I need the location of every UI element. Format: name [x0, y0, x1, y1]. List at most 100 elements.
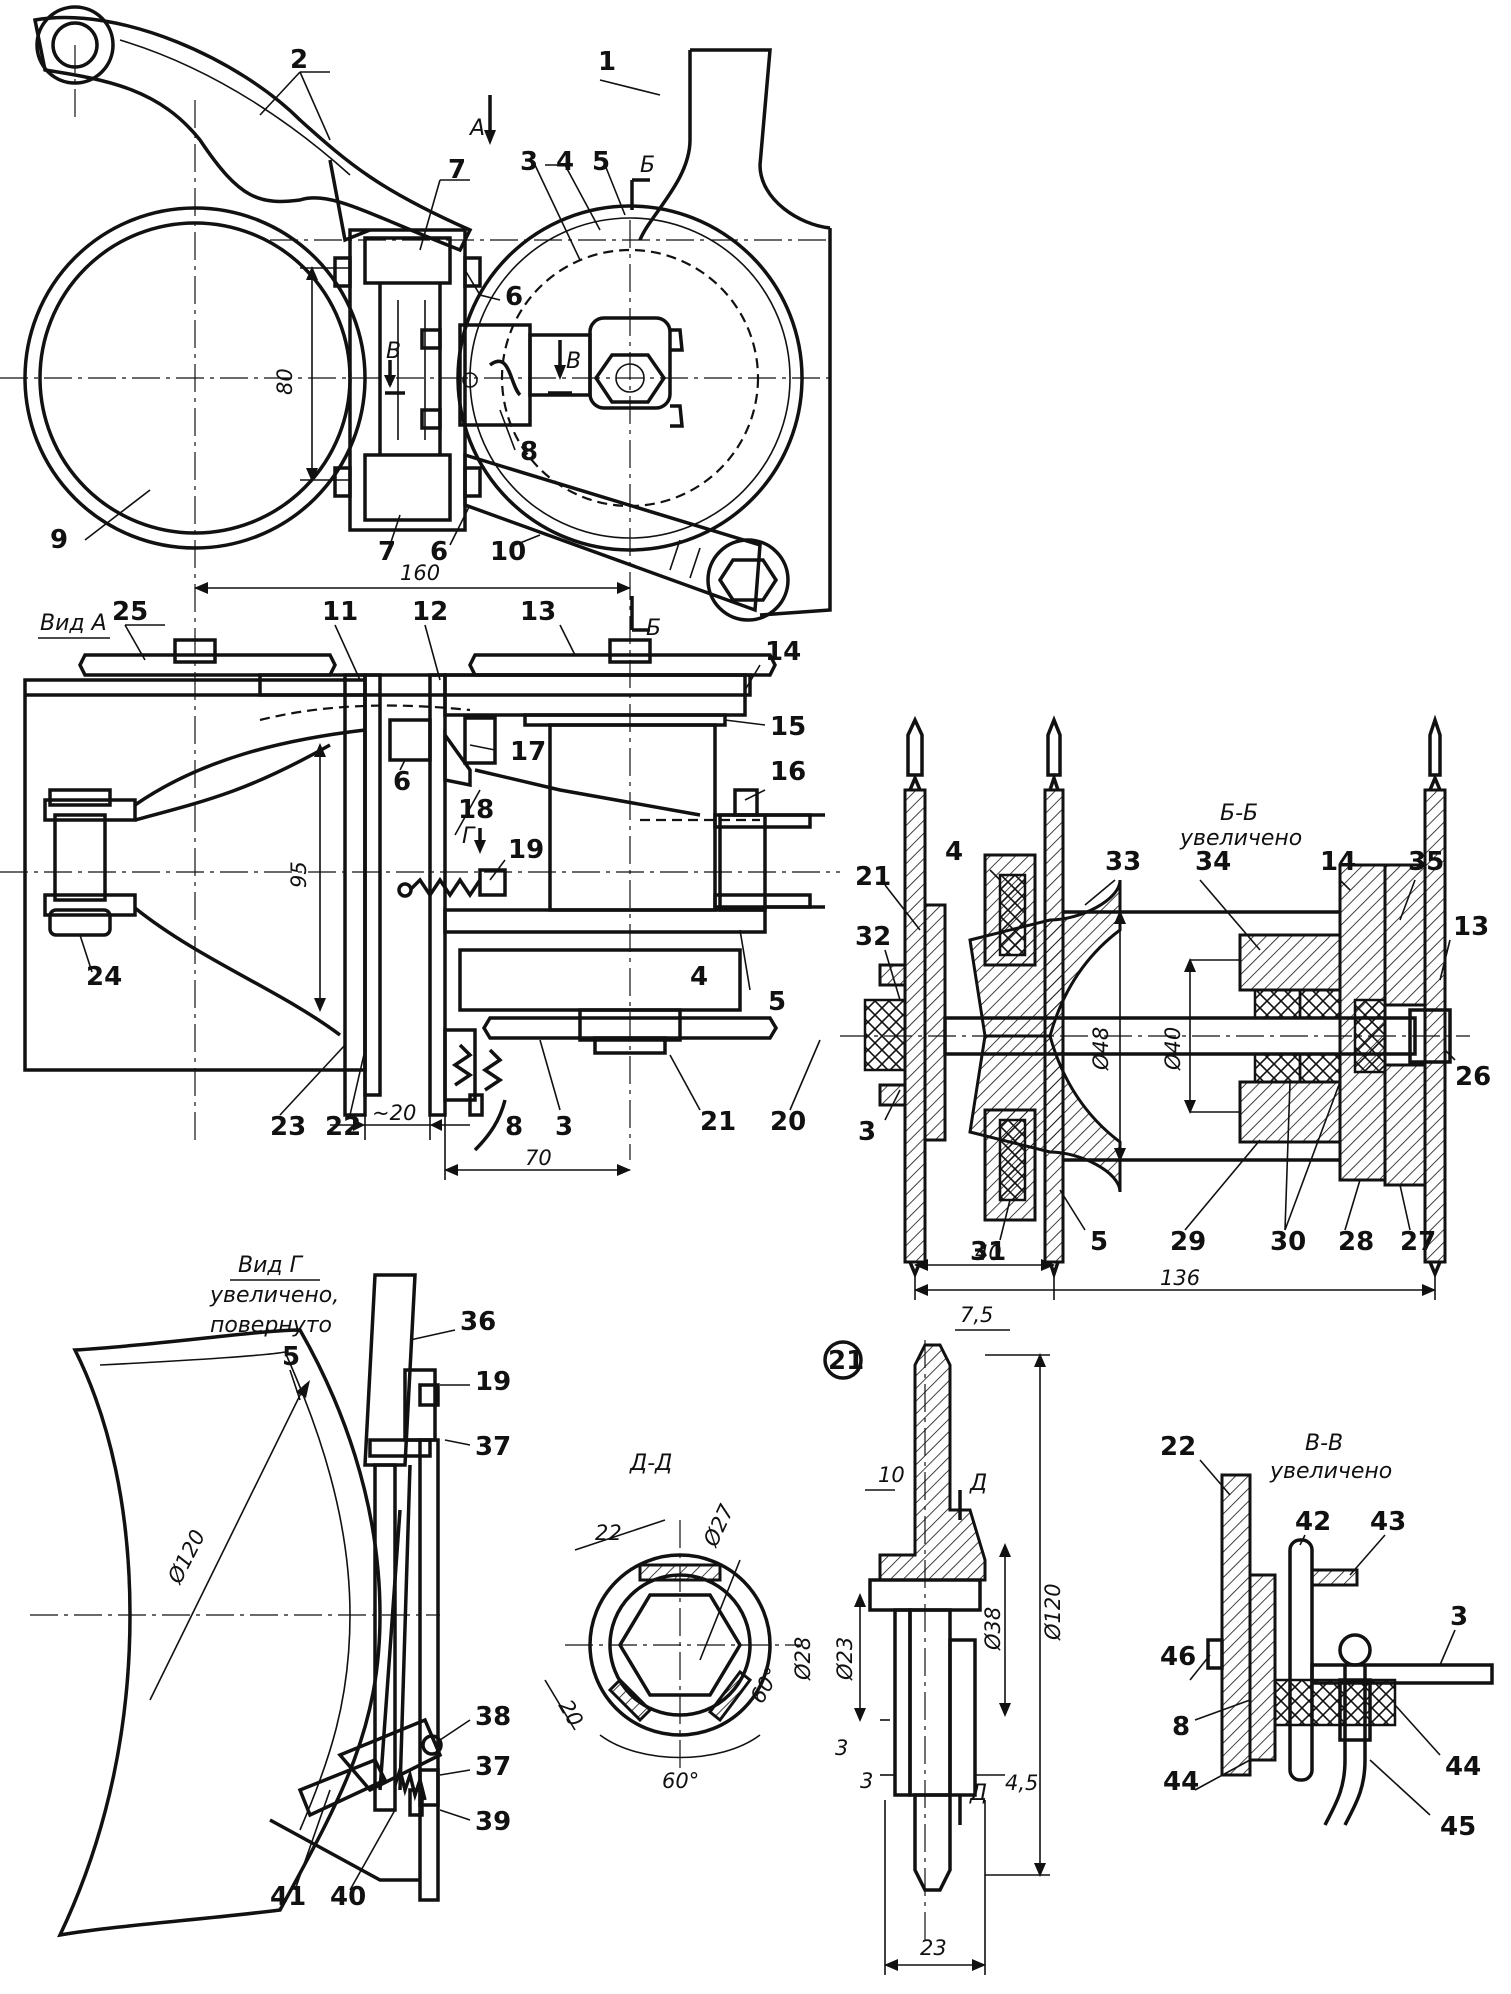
section-mark-v-right: В — [566, 349, 581, 374]
label-4-va: 4 — [690, 962, 708, 992]
dim-70: 70 — [525, 1146, 552, 1170]
wheel-5-inner-rim — [99, 1351, 351, 1831]
part-21-tooth-lower — [913, 1793, 952, 1892]
sprocket-3-section — [903, 788, 927, 1264]
label-41: 41 — [270, 1882, 306, 1912]
bearings-30 — [1298, 1052, 1342, 1084]
leader-8 — [499, 409, 516, 451]
hub-lugs — [670, 328, 684, 428]
wheel-9-outer — [23, 206, 367, 550]
label-14-bb: 14 — [1320, 847, 1356, 877]
label-2: 2 — [290, 45, 308, 75]
label-25: 25 — [112, 597, 148, 627]
label-33: 33 — [1105, 847, 1141, 877]
leader-3 — [534, 164, 581, 261]
label-13-bb: 13 — [1453, 912, 1489, 942]
part-21-number-circle — [823, 1340, 863, 1380]
label-36: 36 — [460, 1307, 496, 1337]
label-3-bb: 3 — [858, 1117, 876, 1147]
sprocket-25-edge — [78, 653, 337, 677]
section-mark-a: А — [468, 116, 485, 141]
plate-22-inner — [363, 673, 382, 1097]
leader-44-right — [1394, 1704, 1441, 1756]
view-a: Вид А — [0, 597, 840, 1180]
hub-outer-circle — [588, 1553, 772, 1737]
label-37-top: 37 — [475, 1432, 511, 1462]
spring-arms — [133, 728, 366, 1037]
label-7-bottom: 7 — [378, 537, 396, 567]
leader-14 — [744, 664, 761, 691]
leader-37b — [439, 1769, 471, 1776]
dim-d38: Ø38 — [981, 1607, 1005, 1651]
leader-31 — [999, 1199, 1011, 1241]
leader-10 — [514, 534, 541, 546]
bracket-frame — [348, 228, 467, 532]
label-31: 31 — [970, 1237, 1006, 1267]
section-mark-d-bottom: Д — [969, 1781, 987, 1806]
dim-d23: Ø23 — [833, 1637, 857, 1681]
label-40: 40 — [330, 1882, 366, 1912]
label-8-vv: 8 — [1172, 1712, 1190, 1742]
latch-handle — [473, 1099, 507, 1152]
dim-27-line — [699, 1559, 741, 1661]
leader-33 — [1084, 879, 1116, 906]
label-11: 11 — [322, 597, 358, 627]
dim-7-5: 7,5 — [960, 1303, 993, 1327]
leader-3-vv — [1439, 1629, 1456, 1666]
label-5: 5 — [592, 147, 610, 177]
dim-20-line-dd — [544, 1679, 576, 1731]
sprocket-25-hub — [173, 638, 217, 664]
leader-11 — [334, 624, 361, 681]
shaft — [943, 1016, 1417, 1056]
wheel-5-segment — [56, 1328, 382, 1938]
leader-15 — [724, 719, 766, 726]
leader-18 — [454, 789, 481, 836]
dim-20-dd: 20 — [554, 1696, 588, 1731]
leader-5-va — [739, 929, 751, 991]
plate-3-section — [1310, 1663, 1494, 1685]
label-1: 1 — [598, 47, 616, 77]
leader-42 — [1299, 1534, 1306, 1546]
lever-2-arm — [328, 159, 371, 243]
dim-3-b: 3 — [860, 1769, 873, 1793]
label-4-bb: 4 — [945, 837, 963, 867]
latch-8-va — [443, 1028, 477, 1102]
lever-2-body — [32, 15, 473, 253]
leader-25 — [124, 624, 165, 661]
label-42: 42 — [1295, 1507, 1331, 1537]
leader-45 — [1369, 1759, 1431, 1816]
dim-20: ~20 — [372, 1101, 416, 1125]
section-mark-b-top: Б — [640, 153, 655, 178]
leader-29 — [1184, 1139, 1261, 1231]
label-32: 32 — [855, 922, 891, 952]
plate-27 — [1383, 1063, 1427, 1187]
dim-160: 160 — [400, 561, 440, 585]
leader-36 — [409, 1329, 456, 1341]
latch-spring-va — [451, 1043, 474, 1087]
label-21: 21 — [700, 1107, 736, 1137]
section-dd-title: Д-Д — [629, 1451, 672, 1476]
dim-22: 22 — [595, 1521, 622, 1545]
dim-d120-p21: Ø120 — [1041, 1583, 1065, 1641]
bearing-32 — [863, 998, 907, 1072]
label-21-bb: 21 — [855, 862, 891, 892]
label-22-vv: 22 — [1160, 1432, 1196, 1462]
section-vv: В-В увеличено 22 42 43 46 3 8 4 — [1160, 1431, 1494, 1842]
label-29: 29 — [1170, 1227, 1206, 1257]
label-43: 43 — [1370, 1507, 1406, 1537]
label-30: 30 — [1270, 1227, 1306, 1257]
label-26: 26 — [1455, 1062, 1491, 1092]
lever-2-pin — [51, 21, 99, 69]
drive-disc-rim — [469, 217, 791, 539]
section-mark-d-top: Д — [969, 1471, 987, 1496]
leader-46 — [1189, 1654, 1211, 1681]
arm-10-body — [463, 452, 762, 613]
bolt-6-bottom-right — [463, 466, 482, 498]
leader-4 — [564, 164, 601, 231]
hub-21-section — [923, 903, 947, 1142]
dim-60-a: 60° — [662, 1769, 699, 1793]
part-21: 21 Д Д 7,5 10 — [823, 1303, 1065, 1975]
hub-21 — [593, 1036, 667, 1055]
latch-slide — [528, 333, 592, 397]
section-dd: Д-Д 22 Ø27 20 Ø28 60° 60° — [544, 1451, 815, 1793]
